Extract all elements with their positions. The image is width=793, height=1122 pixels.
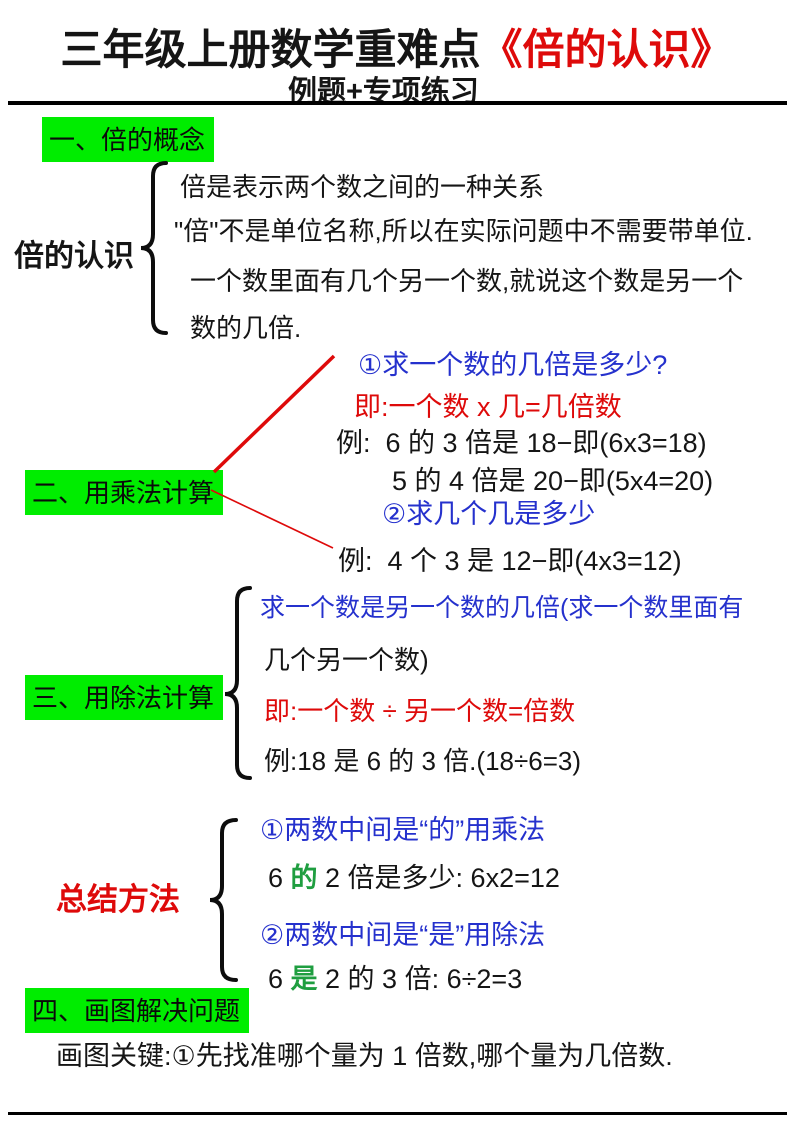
multiply-connector-lines xyxy=(210,354,336,549)
section-heading-1: 一、倍的概念 xyxy=(42,117,215,162)
summary-example-2-keyword: 是 xyxy=(290,964,318,994)
page-title-black: 三年级上册数学重难点 xyxy=(60,26,481,73)
section-heading-4: 四、画图解决问题 xyxy=(25,988,250,1033)
summary-example-2: 6 是 2 的 3 倍: 6÷2=3 xyxy=(268,957,522,996)
summary-example-1-prefix: 6 xyxy=(268,863,291,893)
summary-example-2-suffix: 2 的 3 倍: 6÷2=3 xyxy=(317,964,523,994)
multiply-question-2: ②求几个几是多少 xyxy=(382,499,596,529)
draw-key-line: 画图关键:①先找准哪个量为 1 倍数,哪个量为几倍数. xyxy=(56,1041,673,1071)
concept-line-4: 数的几倍. xyxy=(190,313,302,343)
divide-line-2: 几个另一个数) xyxy=(264,645,429,675)
multiply-formula: 即:一个数 x 几=几倍数 xyxy=(354,392,622,422)
concept-line-2: "倍"不是单位名称,所以在实际问题中不需要带单位. xyxy=(174,216,753,246)
summary-rule-2: ②两数中间是“是”用除法 xyxy=(260,920,546,950)
page-title-red: 《倍的认识》 xyxy=(480,26,733,73)
multiply-example-2: 5 的 4 倍是 20−即(5x4=20) xyxy=(392,466,714,496)
summary-label: 总结方法 xyxy=(56,882,180,917)
concept-brace xyxy=(140,161,168,335)
section-heading-2: 二、用乘法计算 xyxy=(25,470,224,515)
concept-line-3: 一个数里面有几个另一个数,就说这个数是另一个 xyxy=(190,266,744,296)
summary-example-1-suffix: 2 倍是多少: 6x2=12 xyxy=(317,863,560,893)
divide-brace xyxy=(224,586,252,780)
concept-label: 倍的认识 xyxy=(14,240,134,273)
summary-example-1-keyword: 的 xyxy=(290,863,318,893)
summary-rule-1: ①两数中间是“的”用乘法 xyxy=(260,815,546,845)
concept-line-1: 倍是表示两个数之间的一种关系 xyxy=(180,172,545,202)
divide-example: 例:18 是 6 的 3 倍.(18÷6=3) xyxy=(264,746,582,776)
summary-brace xyxy=(209,818,238,982)
divide-formula: 即:一个数 ÷ 另一个数=倍数 xyxy=(264,696,576,726)
multiply-question-1: ①求一个数的几倍是多少? xyxy=(358,350,668,380)
divide-line-1: 求一个数是另一个数的几倍(求一个数里面有 xyxy=(260,594,744,622)
top-divider-line xyxy=(8,101,787,105)
multiply-example-1: 例: 6 的 3 倍是 18−即(6x3=18) xyxy=(336,428,707,458)
summary-example-1: 6 的 2 倍是多少: 6x2=12 xyxy=(268,856,560,895)
section-heading-3: 三、用除法计算 xyxy=(25,675,224,720)
summary-example-2-prefix: 6 xyxy=(268,964,291,994)
page-title: 三年级上册数学重难点《倍的认识》 xyxy=(0,16,793,77)
bottom-divider-line xyxy=(8,1112,787,1115)
multiply-example-3: 例: 4 个 3 是 12−即(4x3=12) xyxy=(338,546,682,576)
